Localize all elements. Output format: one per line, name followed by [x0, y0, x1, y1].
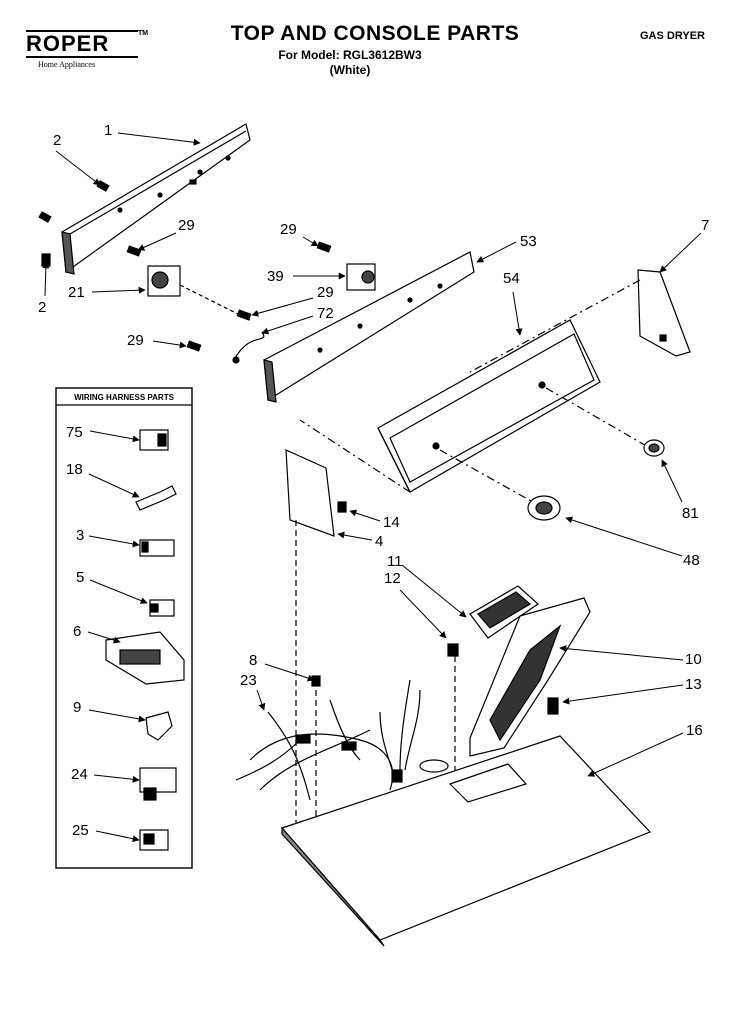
- callout-c18: 18: [66, 461, 83, 478]
- leader-line-c24: [93, 774, 140, 783]
- callout-c2a: 2: [53, 132, 61, 149]
- leader-line-c16: [587, 732, 684, 777]
- callout-c12: 12: [384, 570, 401, 587]
- part-rear-panel: [61, 123, 251, 275]
- brand-subtitle: Home Appliances: [38, 60, 96, 69]
- callout-c29d: 29: [127, 332, 144, 349]
- callout-c4: 4: [375, 533, 383, 550]
- leader-line-c1: [117, 132, 201, 146]
- callout-c2b: 2: [38, 299, 46, 316]
- model-line: For Model: RGL3612BW3: [278, 48, 422, 62]
- leader-line-c12: [399, 589, 447, 639]
- callout-c14: 14: [383, 514, 400, 531]
- callout-c24: 24: [71, 766, 88, 783]
- leader-line-c29d: [152, 340, 187, 349]
- leader-line-c29b: [302, 236, 319, 247]
- leader-line-c54: [512, 291, 523, 336]
- callout-c1: 1: [104, 122, 112, 139]
- callout-c11: 11: [387, 553, 403, 570]
- leader-line-c7: [659, 232, 702, 273]
- callout-c5: 5: [76, 569, 84, 586]
- leader-line-c9: [88, 709, 146, 723]
- leader-line-c29c: [251, 297, 314, 317]
- color-line: (White): [329, 63, 371, 77]
- part-top-panel-16: [280, 735, 652, 947]
- callout-c6: 6: [73, 623, 81, 640]
- leader-line-c4: [337, 531, 373, 541]
- part-screw-29: [126, 241, 332, 352]
- part-console-54: [299, 319, 651, 507]
- leader-line-c75: [89, 430, 140, 443]
- leader-line-c48: [565, 516, 683, 557]
- leader-line-c14: [349, 509, 381, 522]
- part-bracket-4: [285, 449, 347, 830]
- part-knob-81: [643, 439, 665, 457]
- callout-c9: 9: [73, 699, 81, 716]
- callout-c53: 53: [520, 233, 537, 250]
- leader-line-c81: [661, 459, 683, 503]
- callout-c8: 8: [249, 652, 257, 669]
- callout-c7: 7: [701, 217, 709, 234]
- callout-c29c: 29: [317, 284, 334, 301]
- callout-c13: 13: [685, 676, 702, 693]
- leader-line-c72: [261, 315, 314, 335]
- callout-c16: 16: [686, 722, 703, 739]
- callout-c39: 39: [267, 268, 284, 285]
- leader-line-c18: [88, 473, 140, 498]
- part-lint-housing-10: [469, 597, 591, 757]
- leader-line-c21: [91, 286, 146, 294]
- part-knob-48: [527, 495, 561, 521]
- part-screw-13: [547, 697, 559, 715]
- dryer-type: GAS DRYER: [640, 30, 705, 42]
- callout-c3: 3: [76, 527, 84, 544]
- leader-line-c23: [256, 689, 266, 711]
- callout-c10: 10: [685, 651, 702, 668]
- part-clip-8: [311, 675, 321, 687]
- callout-c48: 48: [683, 552, 700, 569]
- part-switch-39: [346, 263, 376, 291]
- leader-line-c8: [264, 663, 315, 682]
- roper-logo: ROPER TM Home Appliances: [26, 30, 148, 69]
- callout-c23: 23: [240, 672, 257, 689]
- leader-line-c11: [401, 564, 467, 618]
- callout-c54: 54: [503, 270, 520, 287]
- part-wiring-harness-23: [235, 679, 421, 801]
- part-grille-11: [469, 585, 539, 639]
- leader-line-c6: [87, 631, 121, 644]
- part-wire-72: [232, 331, 265, 364]
- part-control-panel-53: [263, 251, 475, 403]
- model-info: For Model: RGL3612BW3 (White): [240, 48, 460, 78]
- brand-name: ROPER: [26, 30, 138, 58]
- callout-c21: 21: [68, 284, 85, 301]
- leader-line-c3: [88, 535, 140, 548]
- leader-line-c2b: [42, 261, 50, 297]
- page-title: TOP AND CONSOLE PARTS: [230, 22, 520, 45]
- leader-line-c10: [559, 645, 684, 661]
- part-clip-12: [447, 643, 459, 780]
- callout-c81: 81: [682, 505, 699, 522]
- brand-trademark: TM: [138, 30, 149, 37]
- leader-line-c29a: [137, 232, 177, 251]
- callout-c25: 25: [72, 822, 89, 839]
- harness-part-icons: [105, 429, 185, 851]
- leader-line-c2a: [55, 150, 101, 186]
- callout-c29b: 29: [280, 221, 297, 238]
- callout-c75: 75: [66, 424, 83, 441]
- leader-line-c25: [95, 830, 140, 843]
- part-timer-21: [147, 265, 251, 321]
- leader-line-c13: [562, 684, 684, 705]
- callout-c29a: 29: [178, 217, 195, 234]
- part-endcap-7: [469, 269, 691, 373]
- callout-c72: 72: [317, 305, 334, 322]
- leader-line-c53: [476, 241, 517, 263]
- leader-line-c5: [89, 579, 148, 604]
- wiring-box-title: WIRING HARNESS PARTS: [74, 393, 175, 402]
